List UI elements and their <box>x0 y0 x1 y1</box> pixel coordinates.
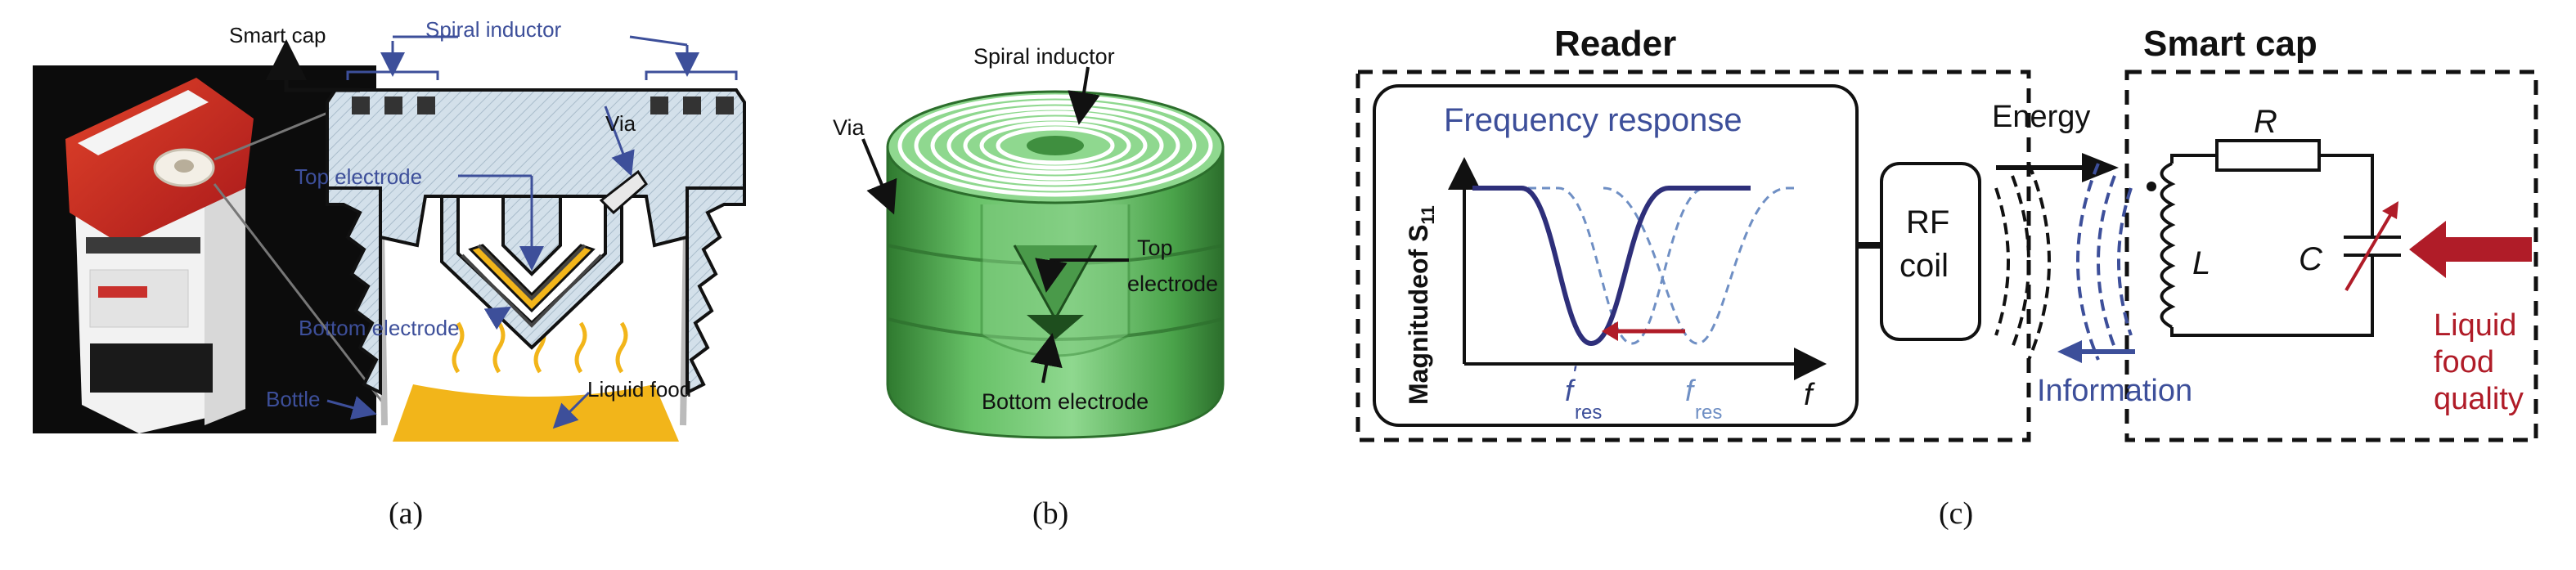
information-label: Information <box>2037 374 2192 408</box>
rf-coil-line1: RF <box>1906 204 1949 240</box>
panel-b: Spiral inductor Via Top electrode Bottom… <box>833 44 1225 531</box>
caption-a: (a) <box>389 496 423 531</box>
label-leaders-b <box>861 66 1129 384</box>
rf-coil-line2: coil <box>1899 248 1949 284</box>
label-spiral-inductor-a: Spiral inductor <box>425 17 562 42</box>
cap-cross-section <box>326 70 746 442</box>
label-leaders <box>326 35 699 429</box>
rf-coil-box <box>1880 162 1981 341</box>
label-smart-cap: Smart cap <box>229 23 326 47</box>
f-res-shifted-prime: ' <box>1571 361 1577 388</box>
liquid-food-quality-2: food <box>2434 345 2494 379</box>
reader-title: Reader <box>1554 24 1676 64</box>
caption-b: (b) <box>1032 496 1068 531</box>
spiral-coil <box>897 94 1213 197</box>
caption-c: (c) <box>1939 496 1973 531</box>
variable-capacitor-arrow <box>2344 209 2394 292</box>
label-bottom-electrode-b: Bottom electrode <box>982 389 1149 414</box>
label-via-b: Via <box>833 115 865 140</box>
label-top-electrode-a: Top electrode <box>294 164 422 189</box>
panel-c: Reader Smart cap Frequency response Magn… <box>1355 24 2538 531</box>
label-via-a: Via <box>605 111 636 136</box>
capacitor-label: C <box>2299 241 2323 277</box>
panel-a: Smart cap Spiral inductor Via Top electr… <box>33 17 746 531</box>
wave-arcs-reader <box>1994 163 2051 361</box>
smart-cap-title: Smart cap <box>2143 24 2318 64</box>
label-bottle: Bottle <box>266 387 321 411</box>
smart-cap-arrow <box>266 39 360 92</box>
label-top-electrode-b-2: electrode <box>1127 272 1218 296</box>
smart-cap-box <box>2124 70 2538 442</box>
y-axis-subscript: 11 <box>1418 205 1438 224</box>
inductor-dot <box>2147 182 2156 191</box>
energy-label: Energy <box>1992 100 2090 134</box>
frequency-response-title: Frequency response <box>1444 102 1742 138</box>
y-axis-label: Magnitudeof S <box>1404 225 1433 405</box>
label-spiral-inductor-b: Spiral inductor <box>973 44 1115 69</box>
resistor-label: R <box>2254 104 2277 140</box>
liquid-food-fill <box>393 384 679 442</box>
svg-text:Magnitudeof S11: Magnitudeof S11 <box>1404 205 1438 405</box>
zoom-line-bottom <box>213 183 386 406</box>
label-bottom-electrode-a: Bottom electrode <box>299 316 460 340</box>
dashed-curve-2 <box>1603 186 1800 345</box>
label-top-electrode-b-1: Top <box>1137 236 1173 260</box>
f-res-sub: res <box>1695 402 1722 424</box>
sensor-3d-model <box>886 90 1225 439</box>
lc-circuit <box>2160 139 2401 337</box>
x-axis-symbol: f <box>1804 378 1815 412</box>
inductor-label: L <box>2192 245 2210 281</box>
f-res-shifted-sub: res <box>1575 402 1602 424</box>
main-curve <box>1472 186 1751 347</box>
dashed-curve-1 <box>1472 186 1751 345</box>
milk-carton-photo <box>33 65 376 433</box>
liquid-food-quality-3: quality <box>2434 382 2524 416</box>
reader-box <box>1355 70 2031 442</box>
spiral-inductor-pads <box>352 96 734 114</box>
label-liquid-food: Liquid food <box>587 377 691 402</box>
frequency-response-box <box>1373 84 1859 427</box>
quality-input-arrow <box>2409 221 2532 278</box>
liquid-food-quality-1: Liquid <box>2434 308 2516 343</box>
wave-arcs-cap <box>2076 163 2133 361</box>
zoom-line-top <box>214 105 344 161</box>
